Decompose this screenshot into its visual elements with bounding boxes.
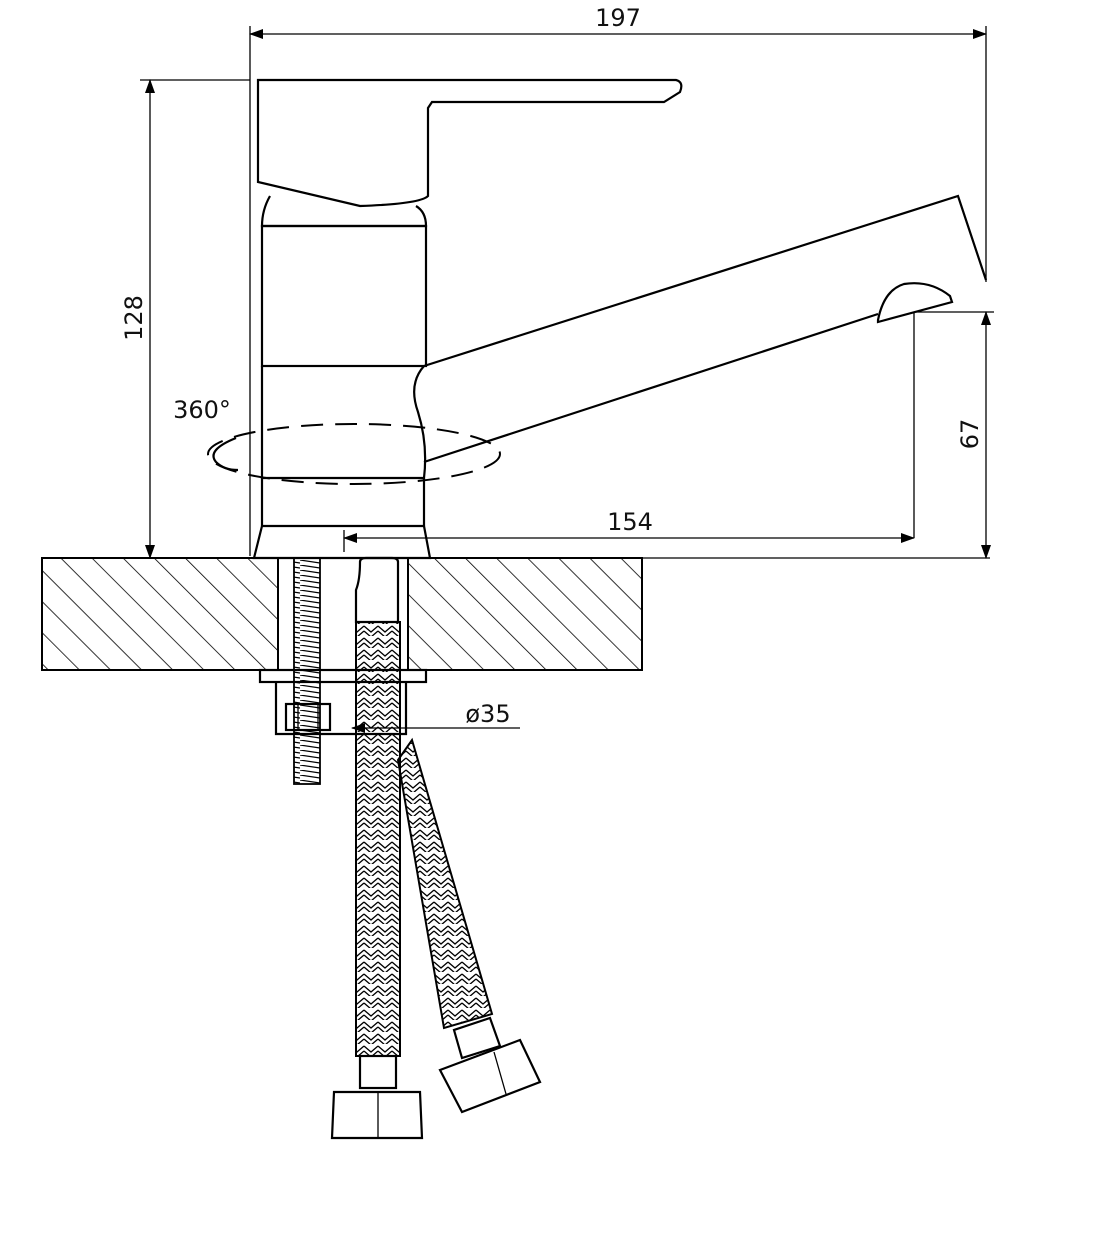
hose-right-nut bbox=[438, 1038, 542, 1114]
aerator bbox=[876, 282, 954, 324]
rotation-arrow bbox=[207, 423, 501, 485]
mounting-washer bbox=[258, 668, 428, 684]
hose-left-nut bbox=[330, 1090, 424, 1140]
hose-left bbox=[330, 556, 424, 1140]
dim-spout-height: 67 bbox=[956, 419, 984, 450]
dim-overall-width: 197 bbox=[595, 4, 641, 32]
dim-rotation: 360° bbox=[173, 396, 231, 424]
dim-overall-height: 128 bbox=[120, 295, 148, 341]
base-collar bbox=[252, 524, 432, 560]
mounting-nut bbox=[284, 702, 332, 732]
mounting-hardware bbox=[258, 557, 428, 785]
spout bbox=[423, 194, 988, 368]
hose-right bbox=[396, 737, 542, 1114]
dim-spout-reach: 154 bbox=[607, 508, 653, 536]
dim-base-diameter: ø35 bbox=[465, 700, 510, 728]
faucet-column bbox=[260, 224, 428, 368]
lever-handle bbox=[256, 78, 683, 208]
dimensions bbox=[140, 26, 994, 733]
countertop bbox=[41, 557, 990, 671]
faucet-body bbox=[207, 78, 988, 560]
